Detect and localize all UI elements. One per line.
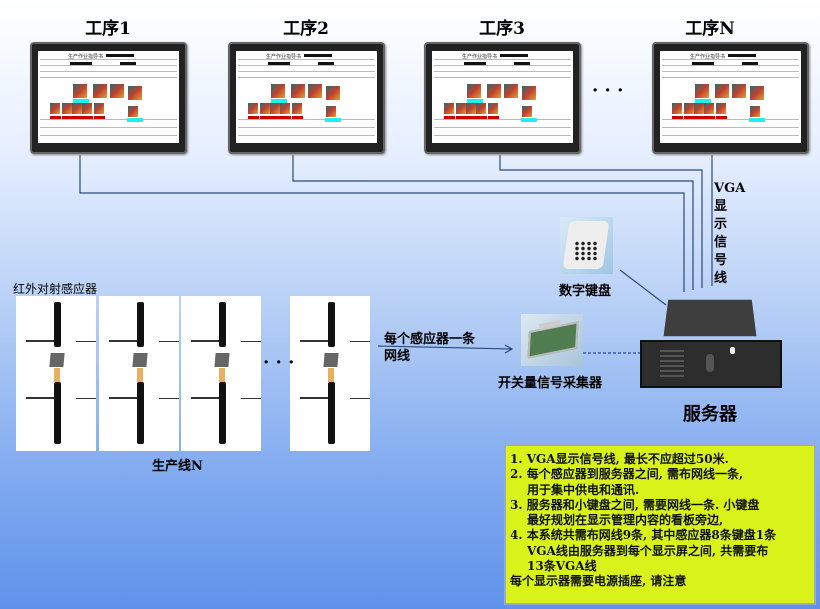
sensor-network-cable bbox=[377, 345, 513, 350]
notes-panel: 1. VGA显示信号线, 最长不应超过50米. 2. 每个感应器到服务器之间, … bbox=[504, 444, 816, 605]
network-label: 每个感应器一条 网线 bbox=[384, 331, 475, 365]
station-title-2: 工序2 bbox=[283, 19, 329, 39]
monitor-screen: 生产作业指导书 bbox=[432, 51, 573, 143]
monitor-3: 生产作业指导书 bbox=[424, 42, 581, 154]
monitor-screen-title: 生产作业指导书 bbox=[690, 54, 726, 60]
station-title-n: 工序N bbox=[685, 19, 735, 39]
server-label: 服务器 bbox=[683, 404, 737, 425]
collector-label: 开关量信号采集器 bbox=[498, 376, 603, 391]
note-line: VGA线由服务器到每个显示屏之间, 共需要布 bbox=[527, 543, 769, 558]
vga-label: VGA 显 示 信 号 线 bbox=[714, 180, 745, 288]
note-line: 每个显示器需要电源插座, 请注意 bbox=[510, 574, 687, 589]
network-label-line: 每个感应器一条 bbox=[384, 332, 476, 347]
keypad-image bbox=[560, 217, 613, 274]
sensor-label: 红外对射感应器 bbox=[13, 282, 98, 296]
vga-cable-2 bbox=[292, 155, 694, 290]
station-title-3: 工序3 bbox=[479, 19, 525, 39]
monitor-1: 生产作业指导书 bbox=[30, 42, 187, 154]
vga-label-line: 示 bbox=[714, 217, 728, 232]
infrared-sensor-pair bbox=[99, 296, 179, 451]
note-line: 13条VGA线 bbox=[527, 559, 597, 574]
infrared-sensor-pair bbox=[181, 296, 261, 451]
production-line-label: 生产线N bbox=[152, 459, 203, 474]
infrared-sensor-pair bbox=[16, 296, 96, 451]
monitor-screen: 生产作业指导书 bbox=[660, 51, 801, 143]
vga-label-line: 信 bbox=[714, 235, 728, 250]
monitor-screen: 生产作业指导书 bbox=[38, 51, 179, 143]
server-image bbox=[640, 296, 782, 391]
monitor-screen-title: 生产作业指导书 bbox=[266, 54, 302, 60]
vga-label-line: 显 bbox=[714, 199, 728, 214]
vga-label-line: 号 bbox=[714, 253, 728, 268]
station-title-1: 工序1 bbox=[85, 19, 131, 39]
keypad-cable bbox=[619, 269, 667, 306]
vga-label-line: 线 bbox=[714, 271, 728, 286]
monitor-screen: 生产作业指导书 bbox=[236, 51, 377, 143]
monitor-screen-title: 生产作业指导书 bbox=[462, 54, 498, 60]
vga-cable-1 bbox=[79, 155, 685, 292]
note-line: 用于集中供电和通讯. bbox=[527, 482, 640, 497]
monitor-2: 生产作业指导书 bbox=[228, 42, 385, 154]
collector-image bbox=[521, 314, 583, 366]
note-line: 3. 服务器和小键盘之间, 需要网线一条. 小键盘 bbox=[510, 497, 760, 512]
monitor-4: 生产作业指导书 bbox=[652, 42, 809, 154]
monitor-ellipsis: · · · bbox=[592, 80, 624, 101]
monitor-screen-title: 生产作业指导书 bbox=[68, 54, 104, 60]
note-line: 1. VGA显示信号线, 最长不应超过50米. bbox=[510, 452, 729, 466]
sensor-ellipsis: · · · bbox=[263, 352, 295, 373]
infrared-sensor-pair bbox=[290, 296, 370, 451]
note-line: 2. 每个感应器到服务器之间, 需布网线一条, bbox=[510, 467, 744, 482]
keypad-label: 数字键盘 bbox=[559, 284, 612, 299]
note-line: 最好规划在显示管理内容的看板旁边, bbox=[527, 513, 724, 528]
network-label-line: 网线 bbox=[384, 349, 411, 364]
vga-label-line: VGA bbox=[714, 181, 746, 196]
note-line: 4. 本系统共需布网线9条, 其中感应器8条键盘1条 bbox=[510, 528, 777, 543]
vga-cable-3 bbox=[499, 155, 703, 288]
